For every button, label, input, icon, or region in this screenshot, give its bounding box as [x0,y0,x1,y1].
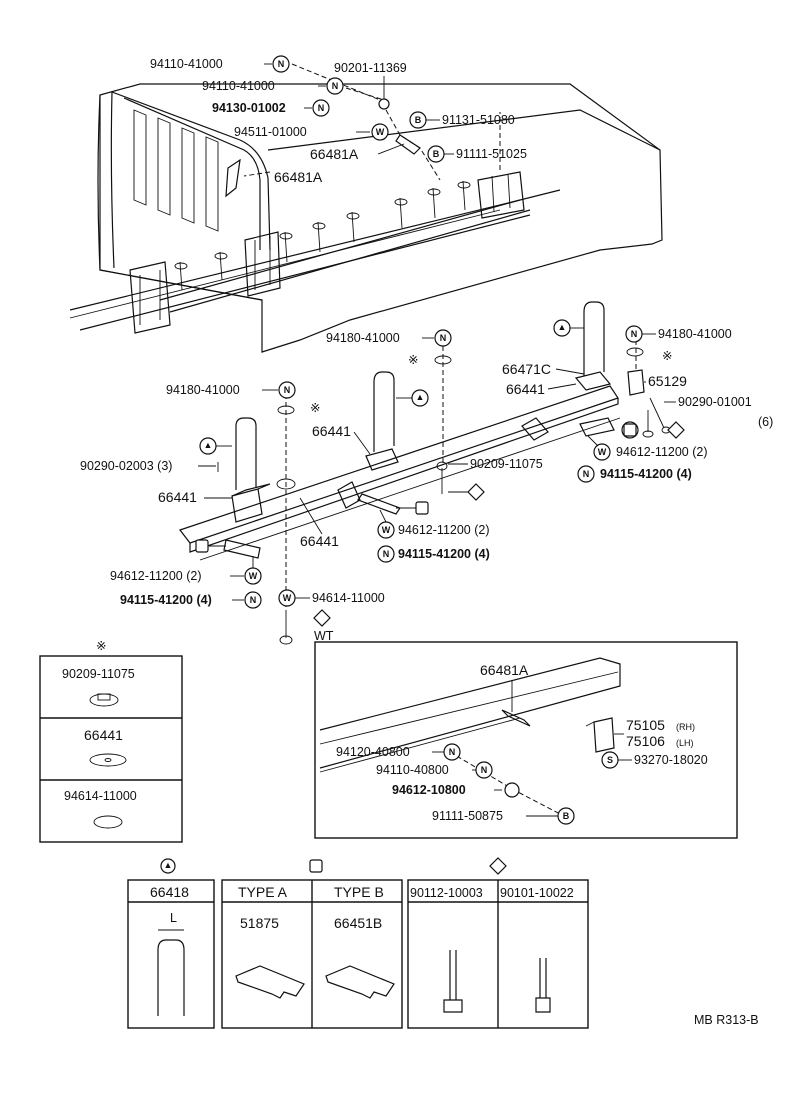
svg-text:▲: ▲ [164,860,173,870]
callout-94612-11200-a: 94612-11200 (2) [616,445,708,459]
svg-text:※: ※ [96,639,106,653]
svg-text:W: W [249,571,258,581]
callout-94511-01000: 94511-01000 [234,125,307,139]
callout-94130-01002: 94130-01002 [212,101,286,115]
top-callouts: 94110-41000 N 90201-11369 94110-41000 N … [150,55,527,185]
callout-66471C: 66471C [502,361,551,377]
svg-text:S: S [607,755,613,765]
detail-66481A: 66481A [480,662,529,678]
type-b-header: TYPE B [334,884,384,900]
callout-94110-41000-a: 94110-41000 [150,57,223,71]
type-b-part: 66451B [334,915,382,931]
bolt-2-part: 90101-10022 [500,886,574,900]
callout-94614-11000: 94614-11000 [312,591,385,605]
callout-94612-11200-c: 94612-11200 (2) [110,569,202,583]
type-a-header: TYPE A [238,884,288,900]
detail-94110-40800: 94110-40800 [376,763,449,777]
svg-text:※: ※ [310,401,320,415]
frame-rail-illustration [179,301,671,645]
diagram-code: MB R313-B [694,1013,759,1027]
svg-text:▲: ▲ [204,440,213,450]
ubolt-part: 66418 [150,884,189,900]
legend-94614-11000: 94614-11000 [64,789,137,803]
callout-66441-a: 66441 [506,381,545,397]
callout-90209-11075: 90209-11075 [470,457,543,471]
svg-text:※: ※ [408,353,418,367]
svg-text:N: N [440,333,447,343]
legend-90209-11075: 90209-11075 [62,667,135,681]
callout-90290-02003: 90290-02003 (3) [80,459,172,473]
svg-text:N: N [332,81,339,91]
callout-66441-b: 66441 [312,423,351,439]
detail-75106: 75106 [626,733,665,749]
detail-93270-18020: 93270-18020 [634,753,708,767]
callout-90201-11369: 90201-11369 [334,61,407,75]
callout-94115-41200-b: 94115-41200 (4) [398,547,490,561]
svg-text:W: W [283,593,292,603]
svg-text:▲: ▲ [558,322,567,332]
svg-text:B: B [563,811,570,821]
truck-bed-illustration [69,63,663,353]
svg-text:(RH): (RH) [676,722,695,732]
callout-94180-41000-a: 94180-41000 [326,331,400,345]
svg-text:W: W [382,525,391,535]
bolt-1-part: 90112-10003 [410,886,483,900]
callout-wt: WT [314,629,334,643]
callout-66441-d: 66441 [300,533,339,549]
detail-94612-10800: 94612-10800 [392,783,466,797]
svg-text:L: L [170,911,177,925]
svg-text:N: N [284,385,291,395]
svg-text:N: N [583,469,590,479]
svg-text:N: N [449,747,456,757]
callout-91131-51080: 91131-51080 [442,113,515,127]
callout-94612-11200-b: 94612-11200 (2) [398,523,490,537]
detail-94120-40800: 94120-40800 [336,745,410,759]
callout-94115-41200-a: 94115-41200 (4) [600,467,692,481]
svg-text:B: B [415,115,422,125]
svg-text:N: N [383,549,390,559]
callout-94110-41000-b: 94110-41000 [202,79,275,93]
svg-text:N: N [250,595,257,605]
svg-text:N: N [318,103,325,113]
svg-text:W: W [376,127,385,137]
callout-66481A-b: 66481A [274,169,323,185]
svg-text:N: N [278,59,285,69]
svg-text:B: B [433,149,440,159]
callout-66481A-a: 66481A [310,146,359,162]
detail-75105: 75105 [626,717,665,733]
svg-text:▲: ▲ [416,392,425,402]
callout-91111-51025: 91111-51025 [456,147,527,161]
legend-66441: 66441 [84,727,123,743]
type-a-part: 51875 [240,915,279,931]
svg-text:N: N [631,329,638,339]
detail-box: 66481A 75105 (RH) 75106 (LH) 94120-40800… [314,641,738,839]
callout-94115-41200-c: 94115-41200 (4) [120,593,212,607]
svg-text:※: ※ [662,349,672,363]
callout-65129: 65129 [648,373,687,389]
middle-callouts: ▲ N 94180-41000 94180-41000 N ※ ※ 66471C… [80,319,773,643]
callout-94180-41000-c: 94180-41000 [166,383,240,397]
detail-91111-50875: 91111-50875 [432,809,503,823]
svg-text:W: W [598,447,607,457]
bottom-reference-table: ▲ 66418 L TYPE A TYPE B 51875 66451B 901… [127,857,589,1029]
callout-66441-c: 66441 [158,489,197,505]
svg-text:(LH): (LH) [676,738,694,748]
callout-94180-41000-b: 94180-41000 [658,327,732,341]
svg-text:N: N [481,765,488,775]
callout-90290-01001: 90290-01001 [678,395,752,409]
svg-text:(6): (6) [758,415,773,429]
asterisk-legend-box: ※ 90209-11075 66441 94614-11000 [39,639,183,843]
